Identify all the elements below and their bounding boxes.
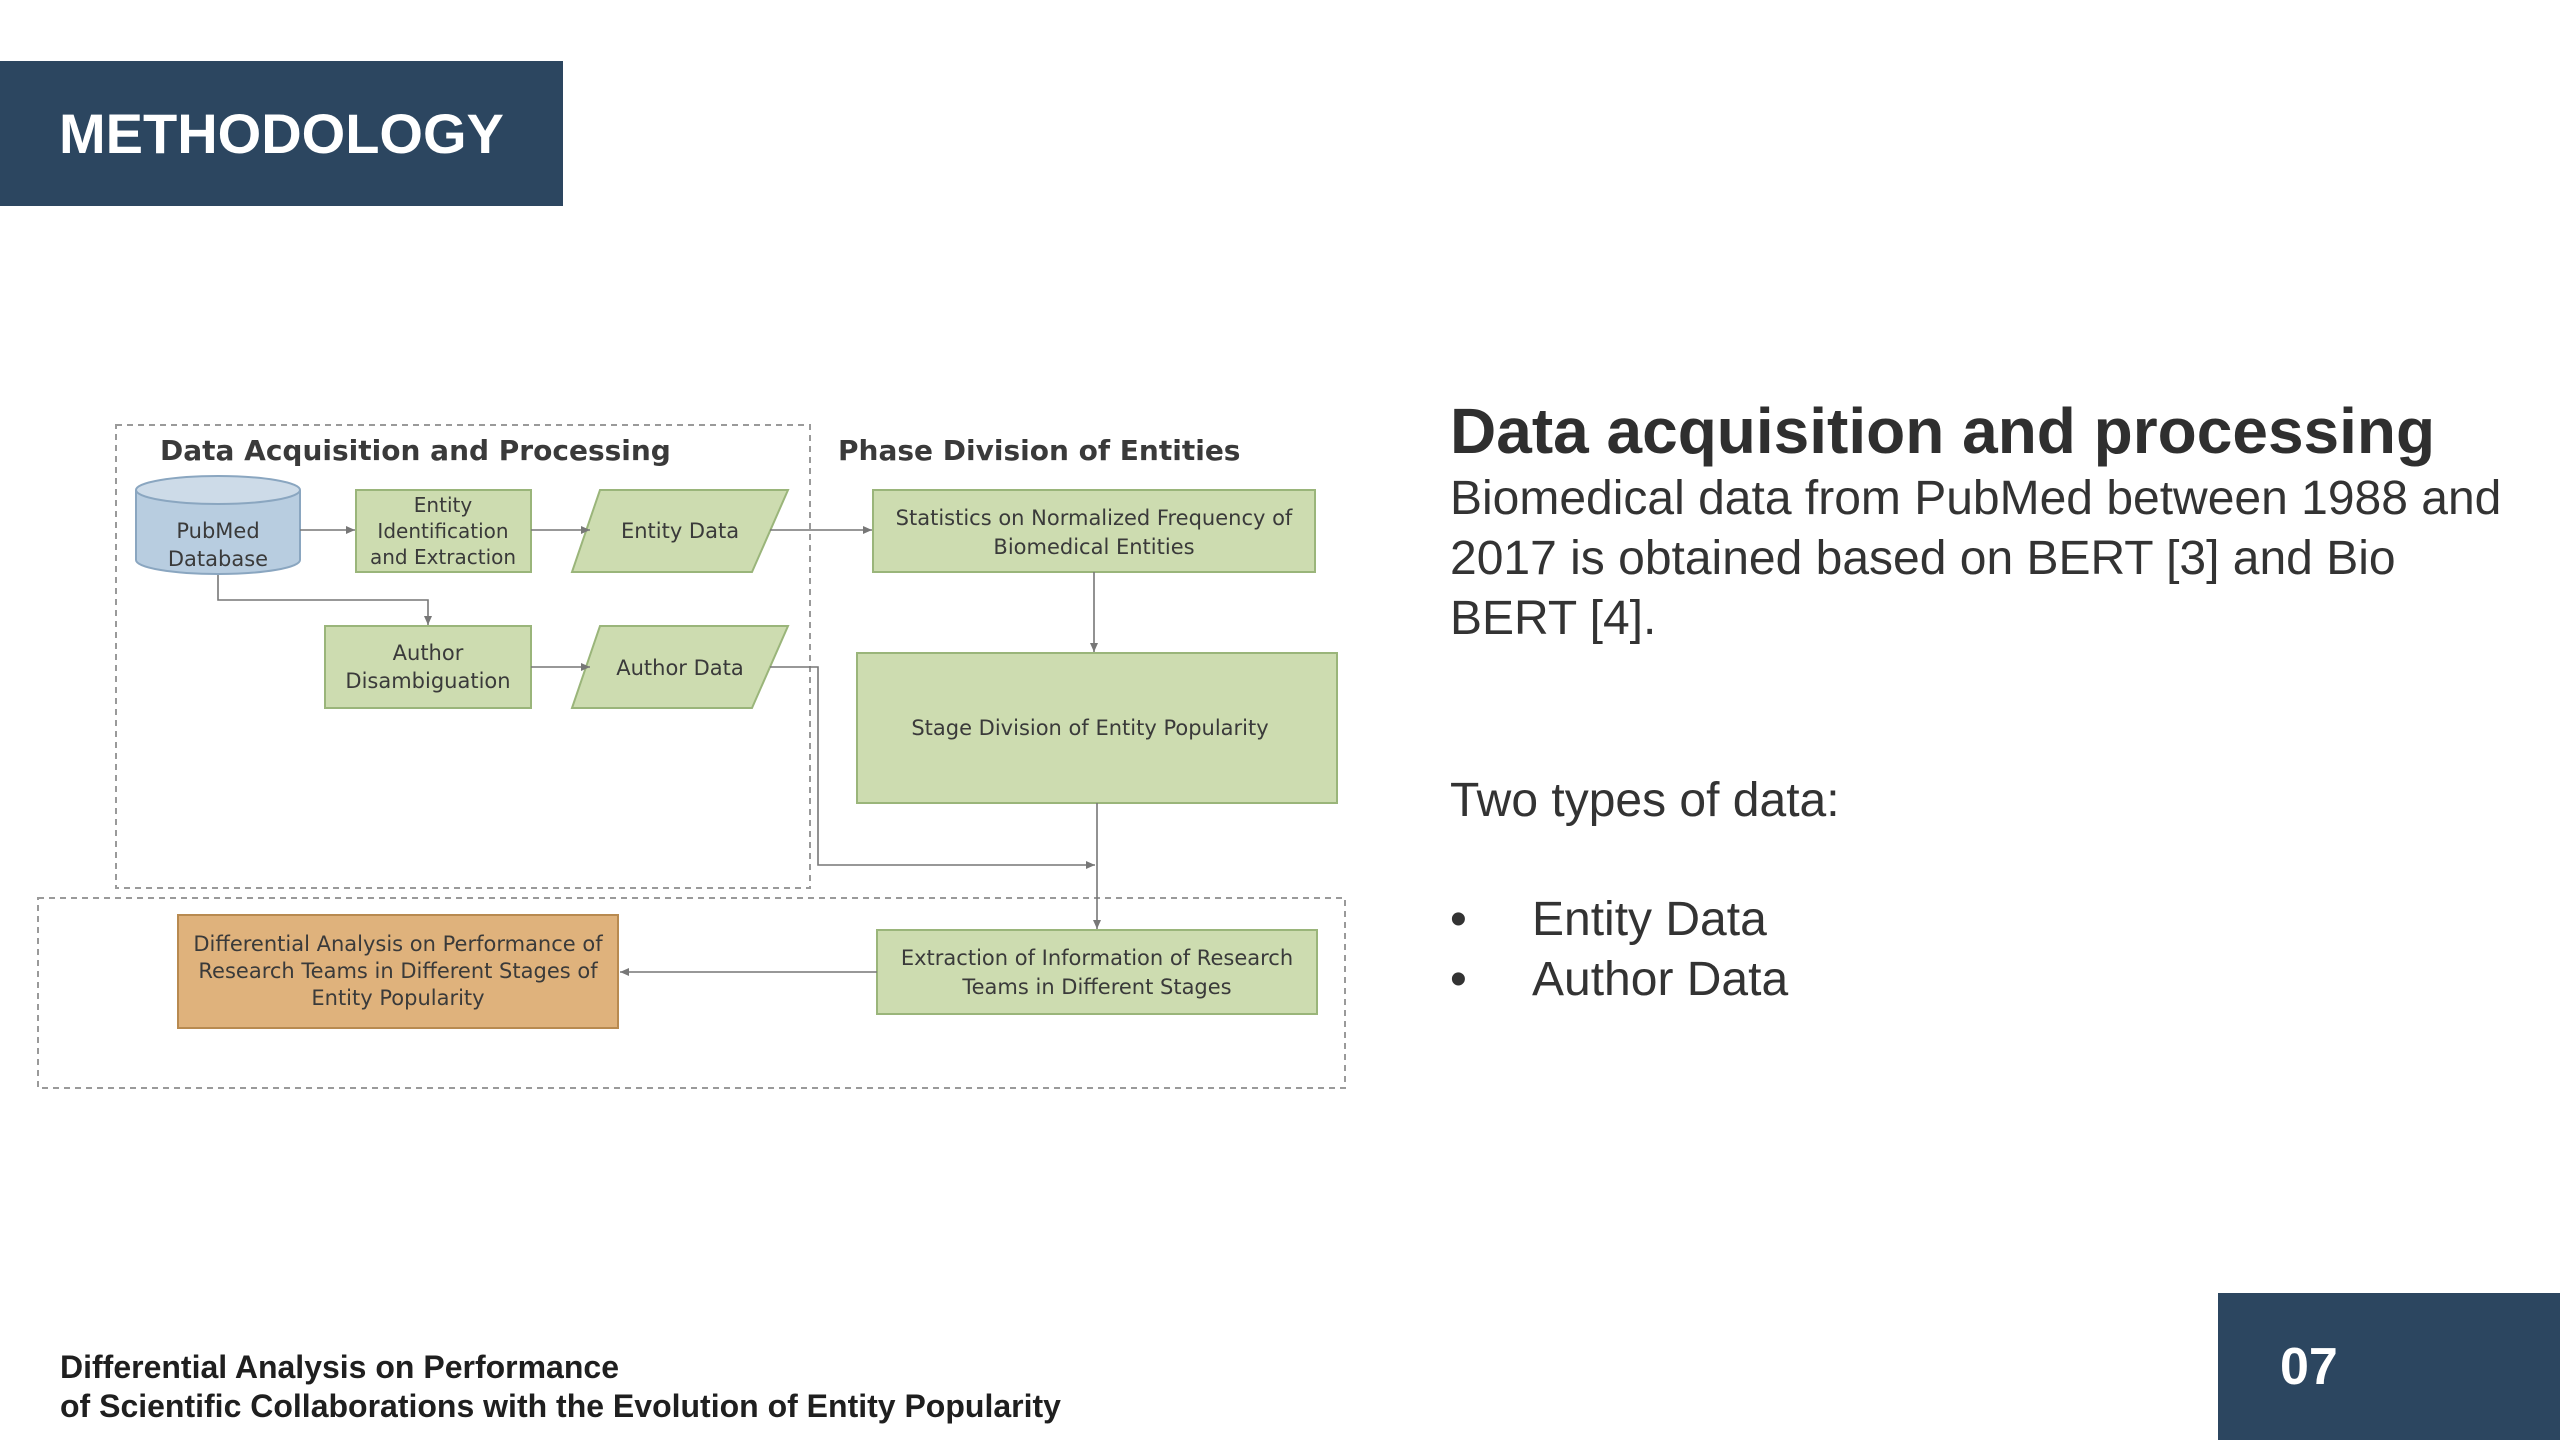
differential-analysis-node: Differential Analysis on Performance of … [177, 914, 619, 1029]
footer-title: Differential Analysis on Performance of … [60, 1348, 1061, 1426]
content-panel: Data acquisition and processing Biomedic… [1450, 395, 2510, 1006]
list-item: • Author Data [1450, 950, 1788, 1010]
entity-identification-label-2: Identification [377, 519, 508, 543]
pubmed-label-1: PubMed [176, 519, 259, 543]
differential-label-2: Research Teams in Different Stages of [198, 959, 598, 983]
extraction-node: Extraction of Information of Research Te… [876, 929, 1318, 1015]
pubmed-label-2: Database [168, 547, 268, 571]
differential-label-1: Differential Analysis on Performance of [193, 932, 603, 956]
bullet-text: Author Data [1532, 953, 1789, 1006]
data-types-label: Two types of data: [1450, 774, 1840, 827]
entity-identification-node: Entity Identification and Extraction [355, 489, 532, 573]
statistics-label-1: Statistics on Normalized Frequency of [896, 506, 1293, 530]
group-data-acquisition [115, 424, 811, 889]
author-data-label: Author Data [616, 656, 744, 680]
statistics-label-2: Biomedical Entities [993, 535, 1194, 559]
extraction-label-2: Teams in Different Stages [961, 975, 1231, 999]
author-disambiguation-label-1: Author [393, 641, 464, 665]
stage-division-node: Stage Division of Entity Popularity [856, 652, 1338, 804]
data-types-list: • Entity Data • Author Data [1450, 890, 1788, 1010]
bullet-icon: • [1450, 893, 1467, 946]
extraction-label-1: Extraction of Information of Research [901, 946, 1293, 970]
entity-data-label: Entity Data [621, 519, 739, 543]
bullet-text: Entity Data [1532, 893, 1767, 946]
bullet-icon: • [1450, 953, 1467, 1006]
author-disambiguation-node: Author Disambiguation [324, 625, 532, 709]
footer-title-line-1: Differential Analysis on Performance [60, 1349, 619, 1385]
section-title-tab: METHODOLOGY [0, 61, 563, 206]
author-disambiguation-label-2: Disambiguation [345, 669, 510, 693]
footer-title-line-2: of Scientific Collaborations with the Ev… [60, 1388, 1061, 1424]
content-heading: Data acquisition and processing [1450, 395, 2436, 467]
group-title-acquisition: Data Acquisition and Processing [160, 434, 671, 467]
entity-identification-label-3: and Extraction [370, 545, 516, 569]
group-title-phase: Phase Division of Entities [838, 434, 1240, 467]
group-analysis [37, 897, 1346, 1089]
author-data-node: Author Data [570, 625, 790, 709]
differential-label-3: Entity Popularity [311, 986, 484, 1010]
section-title: METHODOLOGY [59, 102, 504, 165]
list-item: • Entity Data [1450, 890, 1788, 950]
entity-data-node: Entity Data [570, 489, 790, 573]
diagram-connectors [217, 526, 1101, 976]
page-number-box: 07 [2218, 1293, 2560, 1440]
entity-identification-label-1: Entity [414, 493, 473, 517]
content-description: Biomedical data from PubMed between 1988… [1450, 471, 2502, 645]
page-number: 07 [2280, 1337, 2338, 1396]
methodology-diagram: Data Acquisition and Processing Phase Di… [30, 370, 1355, 1115]
stage-division-label: Stage Division of Entity Popularity [911, 716, 1268, 740]
statistics-node: Statistics on Normalized Frequency of Bi… [872, 489, 1316, 573]
pubmed-database-node: PubMed Database [135, 475, 301, 575]
